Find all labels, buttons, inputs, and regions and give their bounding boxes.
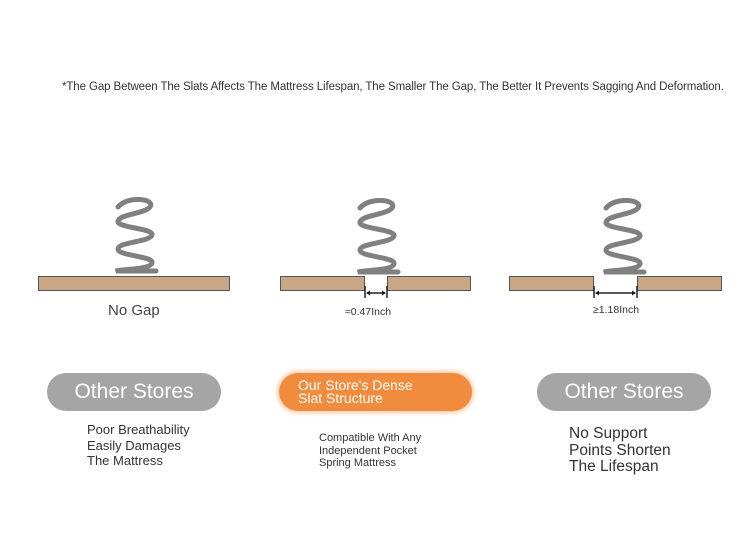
description-left: Poor Breathability Easily Damages The Ma… bbox=[87, 422, 190, 468]
spring-icon bbox=[114, 197, 159, 274]
gap-label-no-gap: No Gap bbox=[108, 302, 160, 319]
lifespan-note: *The Gap Between The Slats Affects The M… bbox=[62, 81, 724, 93]
spring-icon bbox=[602, 198, 647, 275]
slat-solid bbox=[38, 276, 230, 291]
badge-line-1: Our Store's Dense bbox=[298, 377, 413, 393]
gap-label-047: ≈0.47Inch bbox=[345, 306, 392, 318]
gap-measure-arrow-icon bbox=[364, 286, 388, 298]
description-middle: Compatible With Any Independent Pocket S… bbox=[319, 432, 422, 469]
badge-our-store: Our Store's Dense Slat Structure bbox=[279, 373, 472, 411]
slat-right bbox=[387, 276, 471, 291]
badge-label: Other Stores bbox=[74, 380, 194, 403]
gap-measure-arrow-icon bbox=[593, 286, 638, 298]
badge-other-stores-right: Other Stores bbox=[537, 373, 711, 411]
gap-label-118: ≥1.18Inch bbox=[593, 304, 640, 316]
badge-label: Other Stores bbox=[564, 380, 684, 403]
description-right: No Support Points Shorten The Lifespan bbox=[569, 425, 671, 475]
slat-right bbox=[637, 276, 722, 291]
badge-line-2: Slat Structure bbox=[298, 390, 383, 406]
slat-left bbox=[280, 276, 365, 291]
badge-other-stores-left: Other Stores bbox=[47, 373, 221, 411]
slat-left bbox=[509, 276, 594, 291]
spring-icon bbox=[356, 198, 401, 275]
